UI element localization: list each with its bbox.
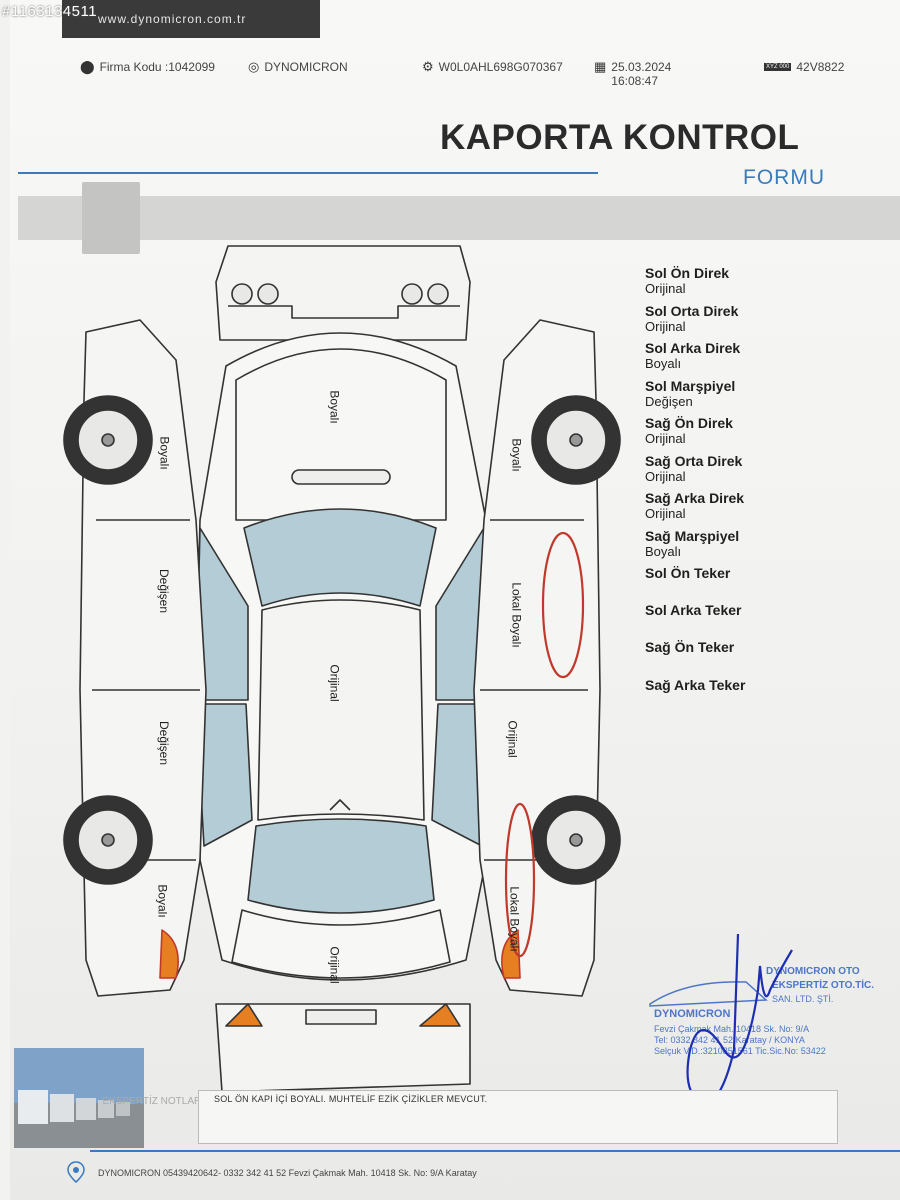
legend-label: Sol Ön Teker — [645, 565, 731, 581]
part-left-front-door-label: Değişen — [157, 568, 172, 614]
part-hood-label: Boyalı — [327, 390, 342, 424]
damage-marker-right-rear-fender — [504, 802, 536, 958]
date-time-block: 25.03.2024 16:08:47 — [611, 60, 671, 88]
notes-box — [198, 1090, 838, 1144]
legend-item: Sol Ön Teker — [645, 566, 730, 581]
legend-label: Sağ Arka Teker — [645, 677, 746, 693]
location-pin-icon: ⬤ — [80, 59, 95, 74]
legend-value: Orijinal — [645, 281, 686, 296]
legend-item: Sağ Arka Teker — [645, 678, 745, 693]
legend-label: Sağ Ön Direk — [645, 415, 733, 431]
plate-text: 42V8822 — [796, 60, 845, 74]
plate-field: XYZ 000 42V8822 — [764, 60, 844, 74]
gear-icon: ⚙ — [422, 59, 434, 74]
steering-wheel-icon: ◎ — [248, 59, 260, 74]
legend-value: Orijinal — [645, 469, 686, 484]
stamp-line2: EKSPERTİZ OTO.TİC. — [772, 980, 875, 991]
website-bar: www.dynomicron.com.tr — [62, 0, 320, 38]
listing-id-watermark: #1163134511 — [2, 3, 98, 20]
part-trunk-label: Orijinal — [327, 946, 342, 984]
stamp-line1: DYNOMICRON OTO — [766, 966, 860, 977]
legend-label: Sağ Marşpiyel — [645, 528, 740, 544]
legend-value: Boyalı — [645, 544, 682, 559]
company-name: ◎ DYNOMICRON — [248, 59, 348, 75]
notes-label: EKSPERTİZ NOTLARI — [102, 1096, 204, 1107]
header-divider — [18, 172, 598, 174]
legend-label: Sağ Orta Direk — [645, 453, 743, 469]
legend-value: Boyalı — [645, 356, 682, 371]
legend-label: Sağ Arka Direk — [645, 490, 745, 506]
part-right-rear-fender-label: Lokal Boyalı — [507, 886, 522, 952]
legend-label: Sol Orta Direk — [645, 303, 739, 319]
form-title: KAPORTA KONTROL — [440, 118, 800, 157]
stamp-tax: Selçuk V.D.:3210851561 Tic.Sic.No: 53422 — [654, 1046, 826, 1056]
time-text: 16:08:47 — [611, 74, 659, 88]
firm-code: ⬤ Firma Kodu :1042099 — [80, 59, 215, 75]
legend-value: Orijinal — [645, 506, 686, 521]
website-text: www.dynomicron.com.tr — [98, 12, 247, 26]
date-field: ▦ 25.03.2024 16:08:47 — [594, 59, 671, 89]
stamp-car-logo — [649, 981, 768, 1007]
stamp-address2: Tel: 0332 342 41 52 Karatay / KONYA — [654, 1035, 805, 1045]
vans-photo — [14, 1048, 144, 1148]
checklist-tab — [82, 182, 140, 254]
plate-badge-icon: XYZ 000 — [764, 63, 792, 71]
legend-label: Sol Ön Direk — [645, 265, 730, 281]
firm-code-text: Firma Kodu :1042099 — [99, 60, 215, 74]
part-right-front-door-label: Lokal Boyalı — [509, 582, 524, 648]
legend-value: Orijinal — [645, 319, 686, 334]
company-name-text: DYNOMICRON — [264, 60, 348, 74]
part-right-rear-door-label: Orijinal — [505, 720, 520, 758]
legend-label: Sağ Ön Teker — [645, 639, 735, 655]
part-left-rear-fender-label: Boyalı — [155, 884, 170, 918]
legend-label: Sol Arka Teker — [645, 602, 742, 618]
stamp-line3: SAN. LTD. ŞTİ. — [772, 994, 834, 1004]
company-stamp: DYNOMICRON OTO EKSPERTİZ OTO.TİC. SAN. L… — [646, 960, 896, 1070]
legend-label: Sol Arka Direk — [645, 340, 741, 356]
legend-value: Değişen — [645, 394, 693, 409]
map-pin-icon — [67, 1161, 85, 1183]
part-roof-label: Orijinal — [327, 664, 342, 702]
notes-text: SOL ÖN KAPI İÇİ BOYALI. MUHTELİF EZİK Çİ… — [214, 1094, 488, 1104]
part-left-front-fender-label: Boyalı — [157, 436, 172, 470]
vin-text: W0L0AHL698G070367 — [438, 60, 563, 74]
damage-marker-right-front-door — [541, 531, 585, 679]
stamp-brand: DYNOMICRON — [654, 1008, 731, 1020]
legend-label: Sol Marşpiyel — [645, 378, 736, 394]
part-right-front-fender-label: Boyalı — [509, 438, 524, 472]
footer-divider — [90, 1150, 900, 1152]
stamp-address1: Fevzi Çakmak Mah. 10418 Sk. No: 9/A — [654, 1024, 810, 1034]
legend-item: Sol Arka Teker — [645, 603, 742, 618]
section-band — [18, 196, 900, 240]
vehicle-photo-thumbnail — [14, 1048, 144, 1148]
legend-item: Sağ Ön Teker — [645, 640, 734, 655]
vin-field: ⚙ W0L0AHL698G070367 — [422, 59, 563, 75]
part-left-rear-door-label: Değişen — [157, 720, 172, 766]
footer-contact: DYNOMICRON 05439420642- 0332 342 41 52 F… — [98, 1168, 477, 1178]
form-subtitle: FORMU — [743, 166, 825, 189]
calendar-icon: ▦ — [594, 59, 607, 74]
date-text: 25.03.2024 — [611, 60, 672, 74]
legend-value: Orijinal — [645, 431, 686, 446]
